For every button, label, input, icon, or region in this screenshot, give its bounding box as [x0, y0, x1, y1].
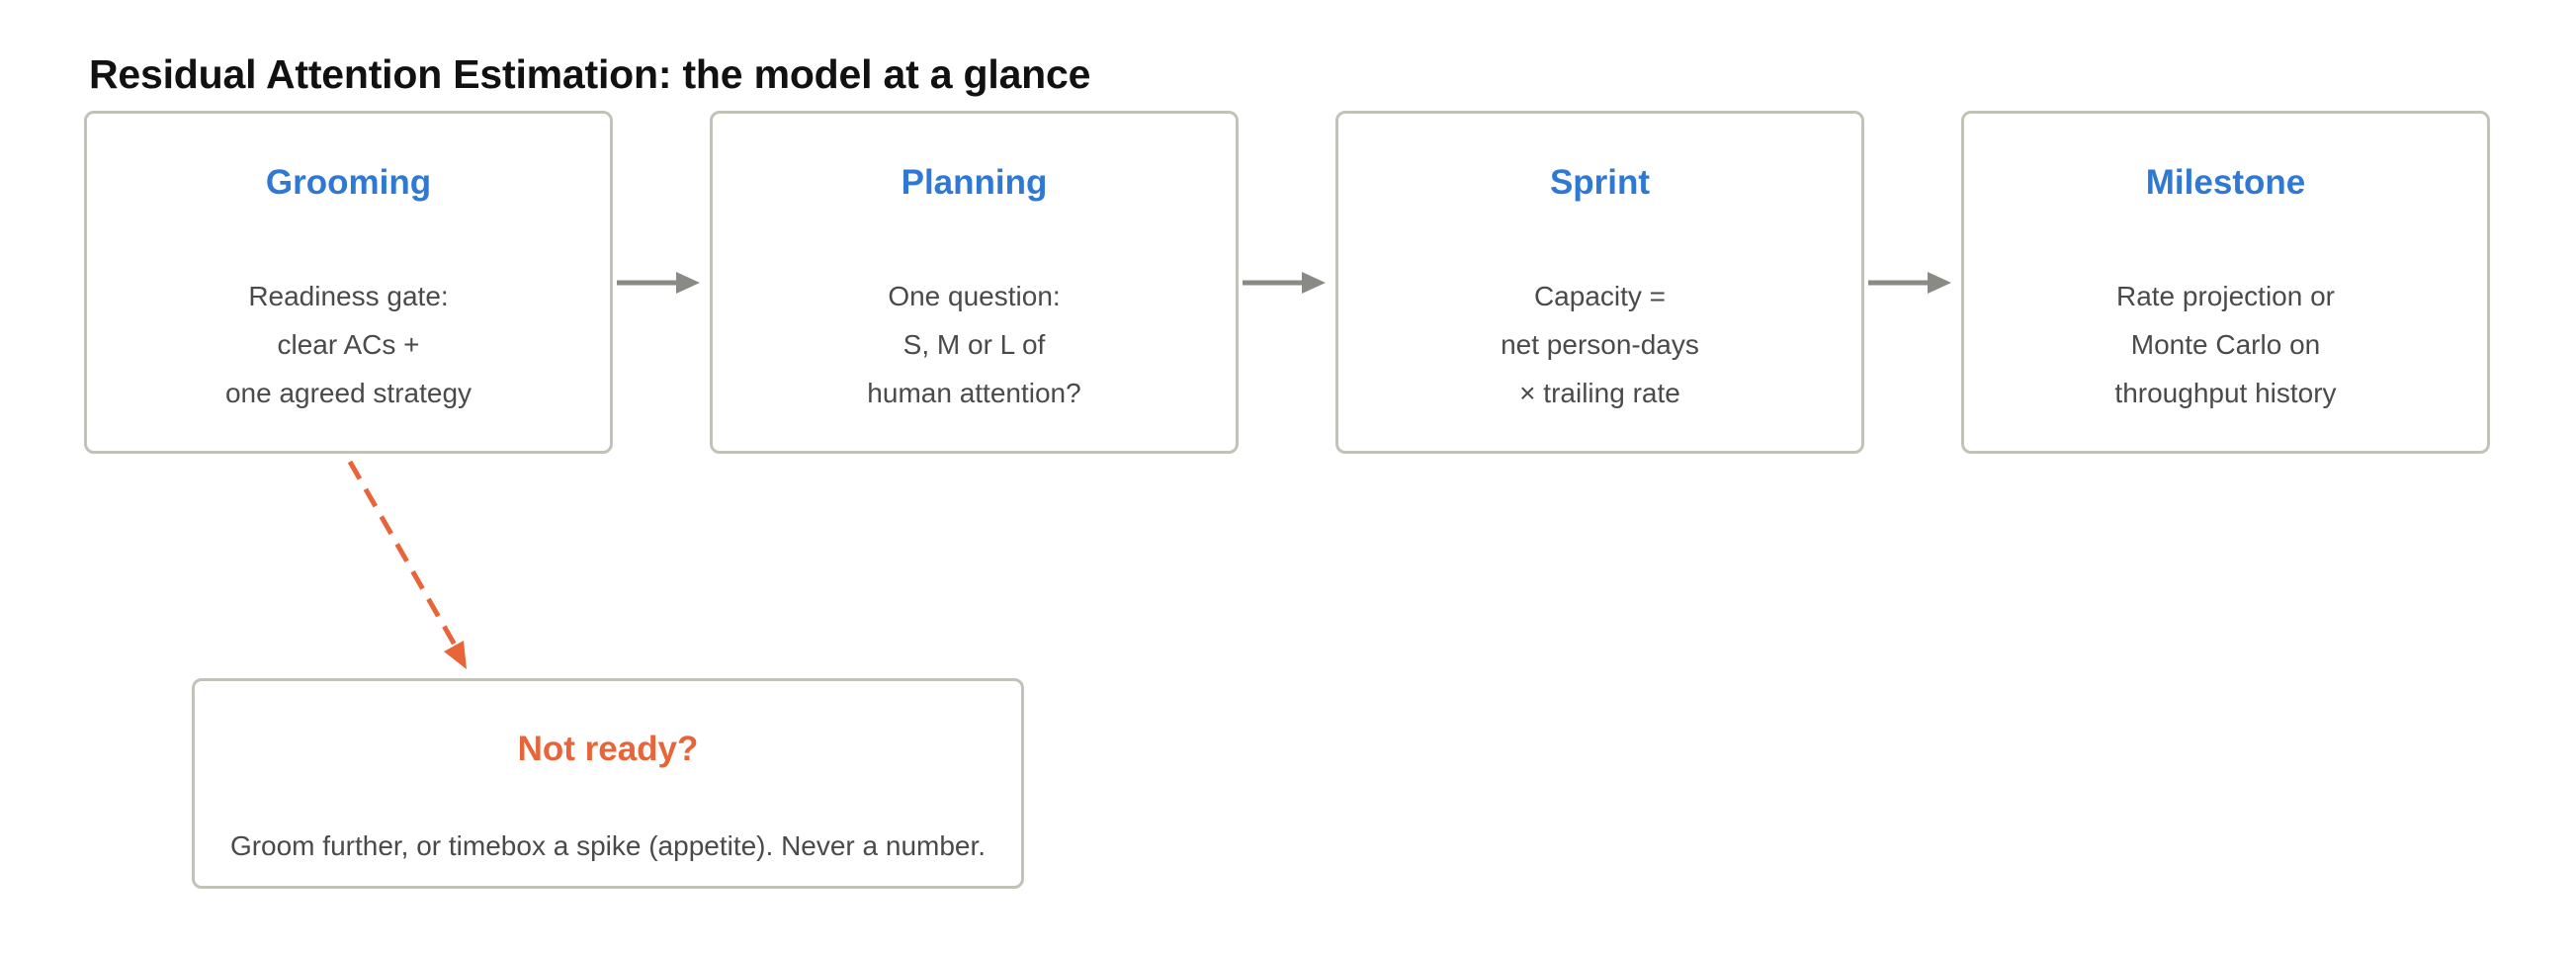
stage-body-line: net person-days — [1501, 329, 1699, 360]
stage-body-line: throughput history — [2114, 378, 2337, 408]
flow-arrow-sprint-to-milestone — [1868, 272, 1951, 294]
stage-body: Rate projection or Monte Carlo on throug… — [1964, 272, 2487, 417]
stage-body: Capacity = net person-days × trailing ra… — [1338, 272, 1861, 417]
stage-heading: Planning — [901, 163, 1048, 202]
stage-body-line: Monte Carlo on — [2130, 329, 2321, 360]
stage-body-line: One question: — [888, 281, 1061, 311]
not-ready-heading: Not ready? — [517, 730, 699, 768]
stage-body: One question: S, M or L of human attenti… — [713, 272, 1236, 417]
not-ready-box: Not ready? Groom further, or timebox a s… — [192, 678, 1024, 889]
stage-body-line: Rate projection or — [2115, 281, 2335, 311]
stage-body: Readiness gate: clear ACs + one agreed s… — [87, 272, 610, 417]
stage-body-line: Readiness gate: — [248, 281, 449, 311]
stage-body-line: Capacity = — [1533, 281, 1667, 311]
stage-body-line: × trailing rate — [1519, 378, 1680, 408]
diagram-title: Residual Attention Estimation: the model… — [89, 51, 1091, 97]
stage-heading: Sprint — [1549, 163, 1651, 202]
stage-box-milestone: Milestone Rate projection or Monte Carlo… — [1961, 111, 2490, 454]
stage-box-grooming: Grooming Readiness gate: clear ACs + one… — [84, 111, 613, 454]
stage-heading: Grooming — [265, 163, 432, 202]
stage-body-line: clear ACs + — [277, 329, 420, 360]
flow-arrow-grooming-to-planning — [617, 272, 700, 294]
stage-body-line: human attention? — [867, 378, 1081, 408]
stage-heading: Milestone — [2145, 163, 2306, 202]
dashed-arrow-to-not-ready — [347, 460, 467, 669]
not-ready-text: Groom further, or timebox a spike (appet… — [229, 830, 987, 861]
flow-arrow-planning-to-sprint — [1243, 272, 1326, 294]
stage-body-line: S, M or L of — [902, 329, 1046, 360]
stage-box-sprint: Sprint Capacity = net person-days × trai… — [1335, 111, 1864, 454]
stage-body-line: one agreed strategy — [224, 378, 472, 408]
stage-box-planning: Planning One question: S, M or L of huma… — [710, 111, 1239, 454]
